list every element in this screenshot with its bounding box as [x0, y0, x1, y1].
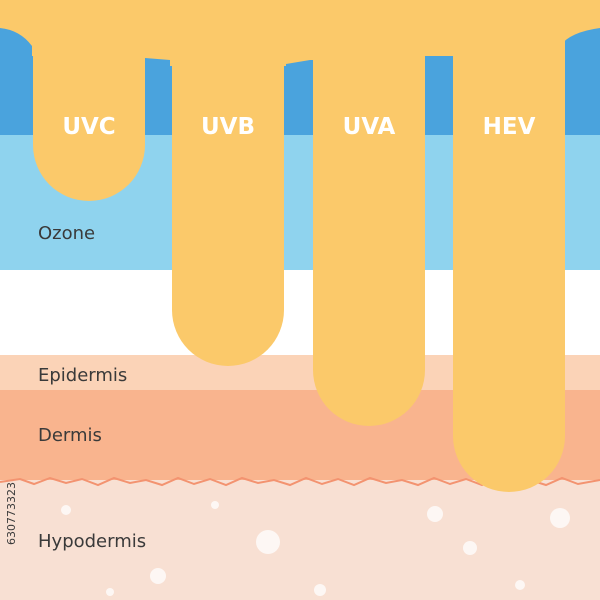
ray-label-uvb: UVB: [201, 114, 255, 140]
layer-label-hypodermis: Hypodermis: [38, 531, 146, 552]
ray-label-uva: UVA: [343, 114, 396, 140]
bubble: [427, 506, 443, 522]
bubble: [256, 530, 280, 554]
bubble: [150, 568, 166, 584]
ray-uvb: [172, 40, 284, 366]
hypodermis-bubbles: [61, 501, 570, 596]
layer-label-dermis: Dermis: [38, 425, 102, 446]
bubble: [61, 505, 71, 515]
ray-uvc: [33, 40, 145, 201]
ray-hev: [453, 40, 565, 492]
bubble: [314, 584, 326, 596]
ray-label-hev: HEV: [483, 114, 536, 140]
layer-label-ozone: Ozone: [38, 223, 95, 244]
sun-top: [0, 0, 600, 66]
bubble: [550, 508, 570, 528]
bubble: [463, 541, 477, 555]
bubble: [211, 501, 219, 509]
layer-label-epidermis: Epidermis: [38, 365, 127, 386]
stock-id: 630773323: [5, 482, 18, 545]
bubble: [515, 580, 525, 590]
hypodermis-layer: [0, 480, 600, 600]
ray-label-uvc: UVC: [62, 114, 115, 140]
bubble: [106, 588, 114, 596]
ray-uva: [313, 40, 425, 426]
